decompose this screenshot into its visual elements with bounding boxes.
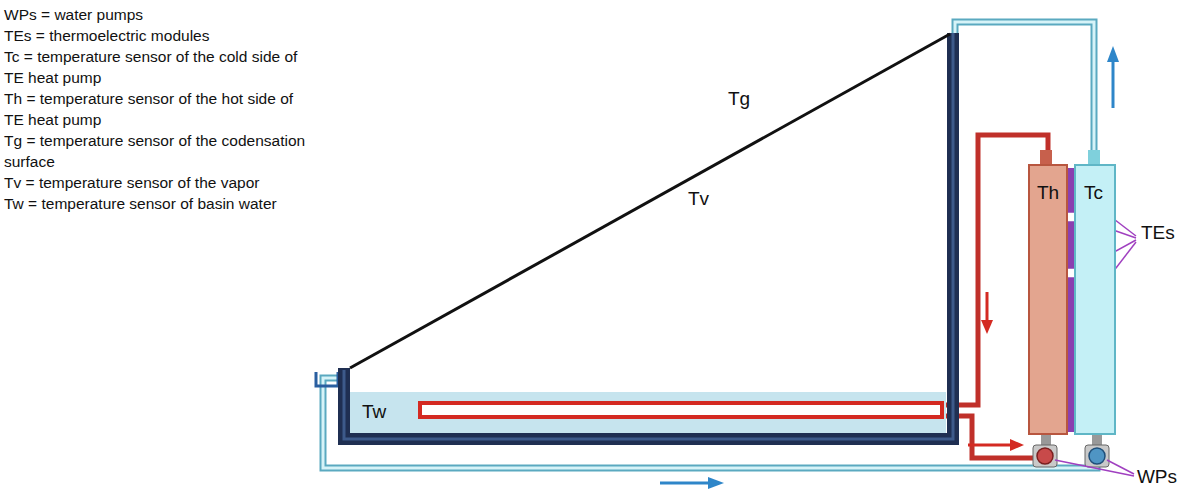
- inlet-cup: [316, 372, 338, 386]
- abbreviation-note: Tc = temperature sensor of the cold side…: [4, 46, 314, 88]
- abbreviation-note: Tw = temperature sensor of basin water: [4, 193, 314, 214]
- hot-side-reservoir: Th: [1028, 164, 1068, 435]
- heating-tube: [420, 403, 942, 417]
- abbreviation-note: WPs = water pumps: [4, 4, 314, 25]
- abbreviation-note: Th = temperature sensor of the hot side …: [4, 88, 314, 130]
- abbreviation-note: TEs = thermoelectric modules: [4, 25, 314, 46]
- callout-label: TEs: [1141, 222, 1175, 244]
- basin-water: [350, 392, 946, 433]
- abbreviation-note: Tv = temperature sensor of the vapor: [4, 172, 314, 193]
- sensor-label: Tv: [688, 188, 709, 210]
- abbreviation-note: Tg = temperature sensor of the codensati…: [4, 130, 314, 172]
- cold-flow-arrow: [660, 46, 1119, 489]
- still-wall: [344, 33, 953, 439]
- sensor-label: Tc: [1084, 182, 1114, 204]
- sensor-label: Tw: [362, 401, 946, 423]
- sensor-label: Tg: [728, 88, 750, 110]
- cold-pipe: [323, 22, 1097, 468]
- hot-flow-arrow: [968, 292, 1024, 451]
- basin-water-region: Tw: [350, 392, 946, 433]
- glass-cover: [350, 34, 950, 368]
- still-wall-inner: [344, 33, 953, 439]
- cold-side-reservoir: Tc: [1074, 164, 1116, 435]
- abbreviation-notes: WPs = water pumpsTEs = thermoelectric mo…: [4, 4, 314, 214]
- sensor-label: Th: [1037, 182, 1066, 204]
- callout-label: WPs: [1137, 466, 1177, 488]
